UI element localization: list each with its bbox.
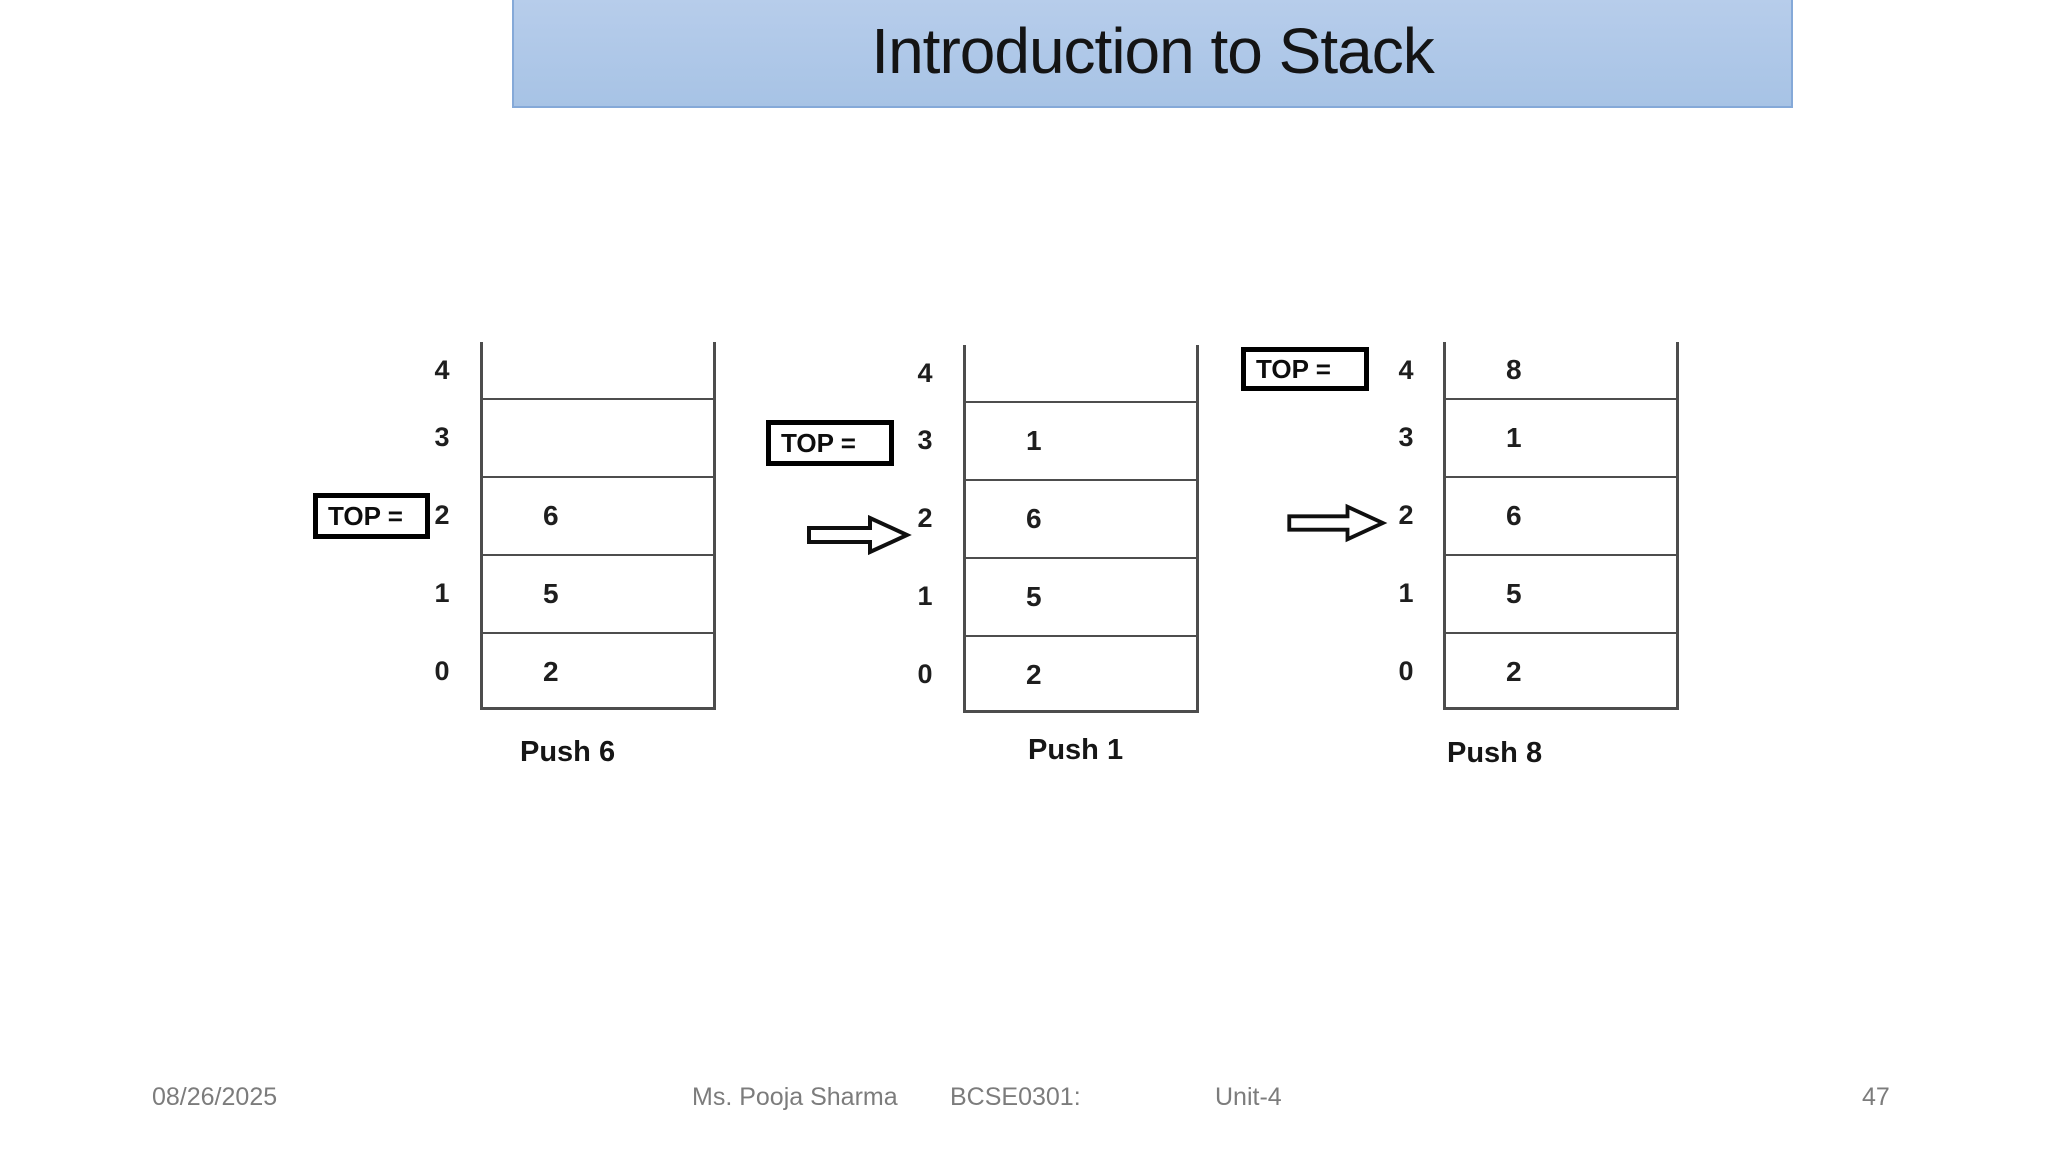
stack-cell: 1 [1446, 398, 1676, 476]
stack-frame-push6: 6 5 2 [480, 342, 716, 710]
stack-index-label: 3 [1398, 421, 1414, 452]
slide-title: Introduction to Stack [871, 15, 1434, 87]
stack-index-label: 0 [1398, 655, 1414, 686]
stack-cell [483, 398, 713, 476]
stack-index-label: 1 [434, 577, 450, 608]
stack-index-label: 2 [917, 502, 933, 533]
stack-cell: 5 [966, 557, 1196, 635]
footer-unit: Unit-4 [1215, 1083, 1282, 1111]
stack-frame-push8: 8 1 6 5 2 [1443, 342, 1679, 710]
stack-cell: 2 [966, 635, 1196, 713]
top-pointer-label: TOP = [781, 427, 856, 458]
stack-index-label: 4 [1398, 354, 1414, 385]
top-pointer-box: TOP = [766, 420, 894, 466]
push-caption: Push 1 [1028, 734, 1124, 766]
right-arrow-icon [1283, 502, 1391, 544]
stack-cell: 1 [966, 401, 1196, 479]
stack-index-label: 4 [917, 357, 933, 388]
stack-index-label: 1 [1398, 577, 1414, 608]
stack-index-label: 0 [434, 655, 450, 686]
stack-index-label: 3 [434, 421, 450, 452]
stack-index-label: 1 [917, 580, 933, 611]
stack-index-label: 4 [434, 354, 450, 385]
top-pointer-label: TOP = [1256, 353, 1331, 384]
right-arrow-icon [806, 513, 912, 557]
title-banner: Introduction to Stack [512, 0, 1793, 108]
stack-cell: 2 [1446, 632, 1676, 710]
stack-cell [483, 342, 713, 398]
stack-cell: 6 [966, 479, 1196, 557]
stack-cell: 6 [1446, 476, 1676, 554]
stack-frame-push1: 1 6 5 2 [963, 345, 1199, 713]
push-caption: Push 6 [520, 736, 616, 768]
top-pointer-box: TOP = [1241, 347, 1369, 391]
stack-index-label: 2 [1398, 499, 1414, 530]
stack-index-label: 3 [917, 424, 933, 455]
stack-cell: 5 [483, 554, 713, 632]
push-caption: Push 8 [1447, 737, 1543, 769]
footer-course-code: BCSE0301: [950, 1083, 1081, 1111]
footer-date: 08/26/2025 [152, 1083, 278, 1111]
footer-page-number: 47 [1862, 1083, 1890, 1111]
stack-index-label: 0 [917, 658, 933, 689]
footer-author: Ms. Pooja Sharma [692, 1083, 898, 1111]
top-pointer-box: TOP = [313, 493, 430, 539]
stack-index-label: 2 [434, 499, 450, 530]
stack-cell: 8 [1506, 354, 1522, 385]
stack-cell: 6 [483, 476, 713, 554]
top-pointer-label: TOP = [328, 500, 403, 531]
stack-cell [966, 345, 1196, 401]
stack-cell: 5 [1446, 554, 1676, 632]
stack-cell: 2 [483, 632, 713, 710]
